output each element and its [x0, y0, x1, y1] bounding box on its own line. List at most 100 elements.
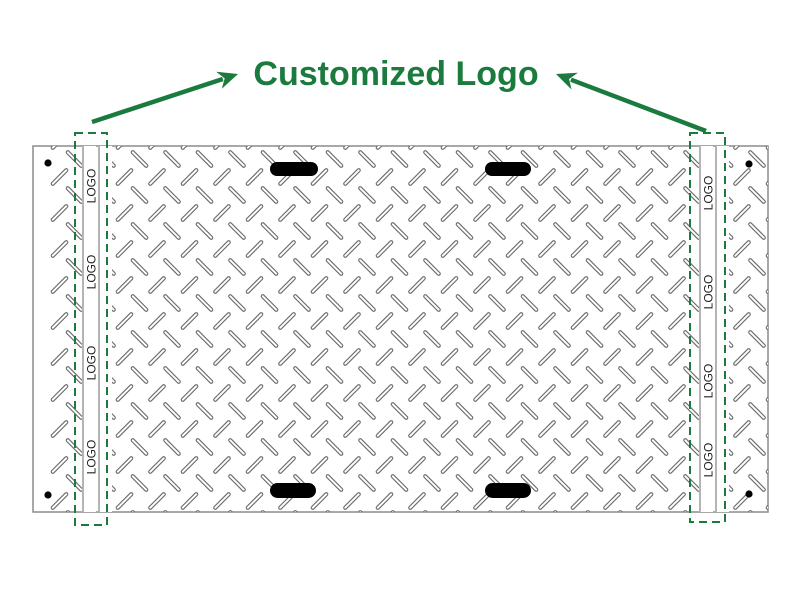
tread-bar	[653, 548, 666, 561]
tread-bar	[765, 504, 768, 510]
tread-bar	[765, 324, 768, 330]
tread-bar	[783, 332, 796, 345]
tread-bar	[410, 566, 423, 579]
tread-bar	[718, 548, 731, 561]
tread-bar	[783, 224, 796, 237]
tread-bar	[523, 548, 536, 561]
logo-highlight-box	[689, 132, 726, 523]
mount-hole	[745, 490, 753, 498]
tread-bar	[378, 566, 391, 579]
handle-slot	[270, 162, 318, 176]
tread-bar	[423, 510, 428, 512]
tread-bar	[458, 548, 471, 561]
tread-bar	[183, 566, 196, 579]
tread-bar	[425, 548, 438, 561]
tread-bar	[410, 530, 423, 543]
tread-bar	[325, 510, 331, 512]
tread-bar	[670, 530, 683, 543]
tread-bar	[783, 152, 796, 165]
tread-bar	[390, 510, 396, 512]
tread-bar	[685, 548, 698, 561]
tread-bar	[133, 548, 146, 561]
tread-bar	[458, 116, 471, 129]
mount-hole	[44, 159, 52, 167]
tread-bar	[280, 566, 293, 579]
tread-bar	[765, 288, 768, 294]
tread-bar	[360, 548, 373, 561]
tread-bar	[768, 530, 781, 543]
tread-bar	[118, 566, 131, 579]
tread-bar	[735, 566, 748, 579]
tread-bar	[783, 512, 796, 525]
tread-bar	[555, 548, 568, 561]
handles	[270, 162, 531, 498]
tread-bar	[130, 510, 136, 512]
tread-bar	[520, 510, 526, 512]
tread-bar	[540, 566, 553, 579]
tread-bar	[783, 548, 796, 561]
tread-bar	[750, 548, 763, 561]
tread-bar	[150, 530, 163, 543]
diagram-title: Customized Logo	[253, 55, 538, 93]
tread-bar	[378, 530, 391, 543]
tread-bar	[443, 530, 456, 543]
tread-bar	[573, 530, 586, 543]
tread-bar	[230, 548, 243, 561]
tread-bar	[475, 530, 488, 543]
tread-bar	[523, 116, 536, 129]
tread-bar	[455, 510, 461, 512]
tread-bar	[475, 566, 488, 579]
logo-strip-bg	[715, 146, 729, 512]
tread-bar	[165, 548, 178, 561]
tread-bar	[765, 146, 768, 150]
tread-bar	[783, 296, 796, 309]
tread-bar	[783, 188, 796, 201]
logo-label: LOGO	[85, 169, 99, 204]
tread-bar	[195, 510, 201, 512]
tread-bar	[68, 548, 81, 561]
tread-bar	[150, 566, 163, 579]
tread-bar	[215, 530, 228, 543]
tread-bar	[508, 530, 521, 543]
tread-bar	[425, 116, 438, 129]
logo-label: LOGO	[702, 364, 716, 399]
arrow-head-icon	[556, 72, 578, 90]
tread-bar	[313, 530, 326, 543]
tread-bar	[765, 468, 768, 474]
tread-bar	[68, 116, 81, 129]
tread-bar	[443, 566, 456, 579]
tread-bar	[85, 530, 98, 543]
logo-strip-lines	[82, 146, 729, 512]
tread-bar	[360, 116, 373, 129]
handle-slot	[270, 483, 316, 498]
tread-bar	[783, 476, 796, 489]
tread-bar	[163, 510, 168, 512]
tread-bar	[683, 510, 688, 512]
tread-bar	[345, 566, 358, 579]
tread-bar	[553, 510, 558, 512]
tread-bar	[585, 510, 591, 512]
tread-bar	[295, 548, 308, 561]
tread-bar	[605, 530, 618, 543]
tread-bar	[765, 396, 768, 402]
tread-bar	[768, 566, 781, 579]
tread-bar	[263, 548, 276, 561]
tread-bar	[508, 566, 521, 579]
tread-bar	[735, 530, 748, 543]
callout-arrows	[91, 71, 707, 134]
tread-bar	[85, 566, 98, 579]
arrow-shaft	[570, 77, 707, 134]
tread-bar	[748, 510, 753, 512]
tread-bar	[588, 116, 601, 129]
tread-bar	[230, 116, 243, 129]
tread-bar	[703, 530, 716, 543]
tread-bar	[215, 566, 228, 579]
handle-slot	[485, 162, 531, 176]
tread-bar	[588, 548, 601, 561]
mount-hole	[745, 160, 753, 168]
tread-bar	[765, 432, 768, 438]
logo-label: LOGO	[702, 176, 716, 211]
